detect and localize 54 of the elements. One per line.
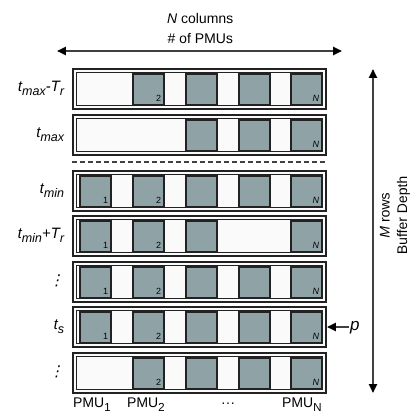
pmu-cell: N	[290, 175, 323, 208]
pmu-cell: N	[290, 266, 323, 299]
pmu-cell: 1	[79, 266, 112, 299]
pmu-cell: 1	[79, 175, 112, 208]
pmu-cell	[185, 73, 218, 106]
row-label: ⋮	[49, 362, 64, 380]
pmu-cell: 2	[132, 220, 165, 253]
pmu-cell	[185, 266, 218, 299]
pmu-cell: 2	[132, 266, 165, 299]
dimension-label: M rows	[376, 192, 392, 238]
buffer-row	[72, 68, 327, 110]
column-label: PMU$_{1}$	[73, 394, 111, 414]
pmu-cell	[185, 311, 218, 344]
dimension-label: Buffer Depth	[394, 176, 410, 254]
row-label: ⋮	[49, 271, 64, 289]
pmu-cell: 2	[132, 73, 165, 106]
pmu-cell: 2	[132, 175, 165, 208]
column-label: PMU$_{N}$	[282, 394, 322, 414]
pmu-cell	[238, 357, 271, 390]
buffer-row	[72, 352, 327, 394]
buffer-row	[72, 114, 327, 156]
pmu-cell: 1	[79, 220, 112, 253]
pmu-cell: 2	[132, 311, 165, 344]
pmu-cell: N	[290, 311, 323, 344]
row-label: t$_{s}$	[54, 316, 64, 336]
pmu-cell: N	[290, 357, 323, 390]
pmu-cell: 1	[79, 311, 112, 344]
pmu-cell	[238, 311, 271, 344]
pmu-cell	[185, 175, 218, 208]
pmu-cell	[185, 220, 218, 253]
pmu-cell: N	[290, 73, 323, 106]
column-label: ···	[221, 394, 235, 410]
dimension-label: # of PMUs	[168, 30, 233, 46]
pmu-cell	[185, 119, 218, 152]
column-label: PMU$_{2}$	[127, 394, 165, 414]
row-label: t$_{max}$-T$_{r}$	[18, 78, 64, 98]
pmu-cell: N	[290, 119, 323, 152]
row-label: t$_{min}$+T$_{r}$	[18, 225, 64, 245]
pmu-cell	[238, 266, 271, 299]
pmu-cell	[238, 73, 271, 106]
pointer-label: p	[350, 315, 360, 335]
row-label: t$_{min}$	[40, 180, 64, 200]
row-label: t$_{max}$	[36, 124, 64, 144]
pmu-cell: N	[290, 220, 323, 253]
buffer-row	[72, 306, 327, 348]
pmu-cell: 2	[132, 357, 165, 390]
pmu-cell	[238, 119, 271, 152]
buffer-row	[72, 170, 327, 212]
buffer-row	[72, 215, 327, 257]
arrow	[327, 322, 349, 332]
dimension-label: N columns	[167, 10, 234, 26]
pmu-cell	[185, 357, 218, 390]
pmu-cell	[238, 175, 271, 208]
buffer-row	[72, 261, 327, 303]
